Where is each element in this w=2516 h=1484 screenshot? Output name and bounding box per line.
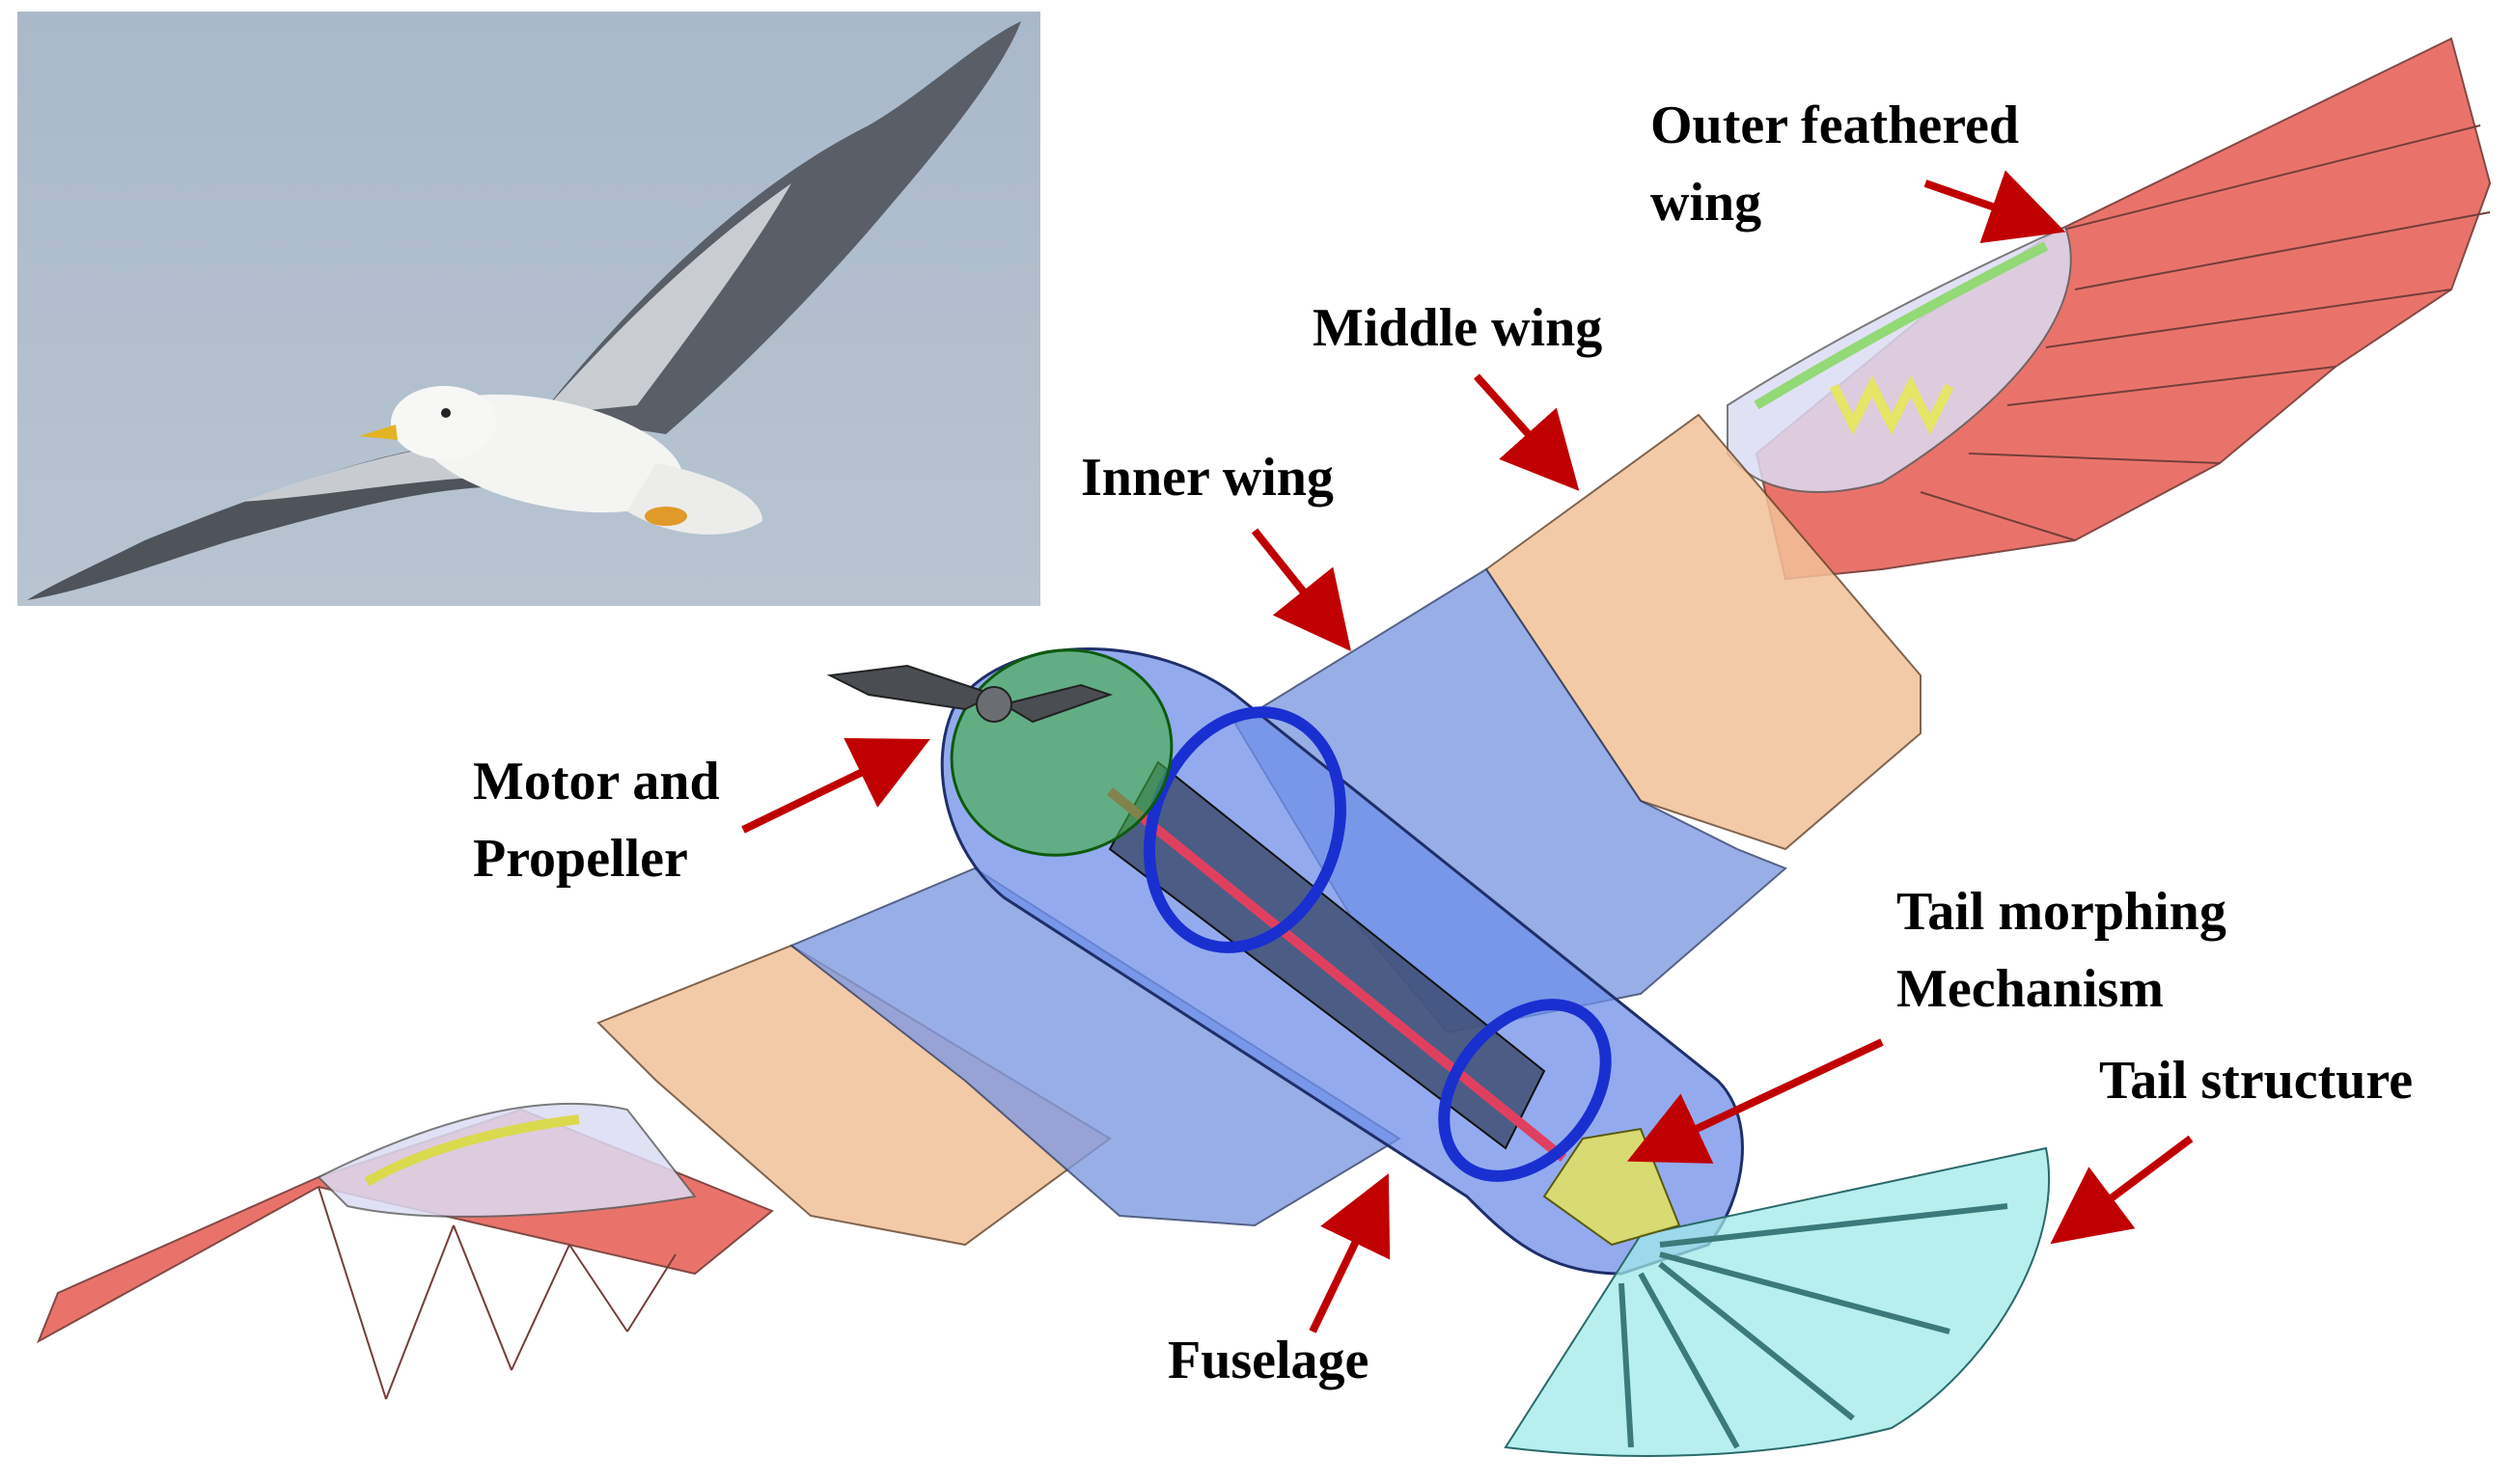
label-tail-structure: Tail structure (2099, 1051, 2414, 1111)
left-inner-wing (789, 866, 1401, 1227)
right-outer-feathered-wing (1727, 37, 2492, 581)
arrow-tail-structure (2050, 1135, 2194, 1245)
left-outer-feathered-wing (37, 1102, 774, 1400)
arrow-fuselage (1309, 1173, 1391, 1333)
label-motor-and-propeller: Motor and Propeller (473, 752, 720, 889)
tail-structure (1504, 1146, 2051, 1457)
label-inner-wing: Inner wing (1081, 448, 1334, 508)
motor-and-propeller-assembly (826, 648, 1174, 857)
arrow-tail-morphing-mechanism (1627, 1038, 1884, 1164)
label-fuselage: Fuselage (1168, 1331, 1369, 1390)
label-tail-morphing-mechanism: Tail morphing Mechanism (1896, 882, 2226, 1019)
seagull-photo (17, 12, 1040, 606)
annotation-arrows (741, 170, 2194, 1333)
arrow-motor-and-propeller (741, 737, 930, 834)
arrow-inner-wing (1251, 528, 1351, 651)
label-outer-feathered-wing: Outer feathered wing (1650, 96, 2020, 233)
label-middle-wing: Middle wing (1313, 298, 1603, 358)
arrow-middle-wing (1474, 373, 1580, 491)
arrow-outer-feathered-wing (1923, 170, 2066, 244)
